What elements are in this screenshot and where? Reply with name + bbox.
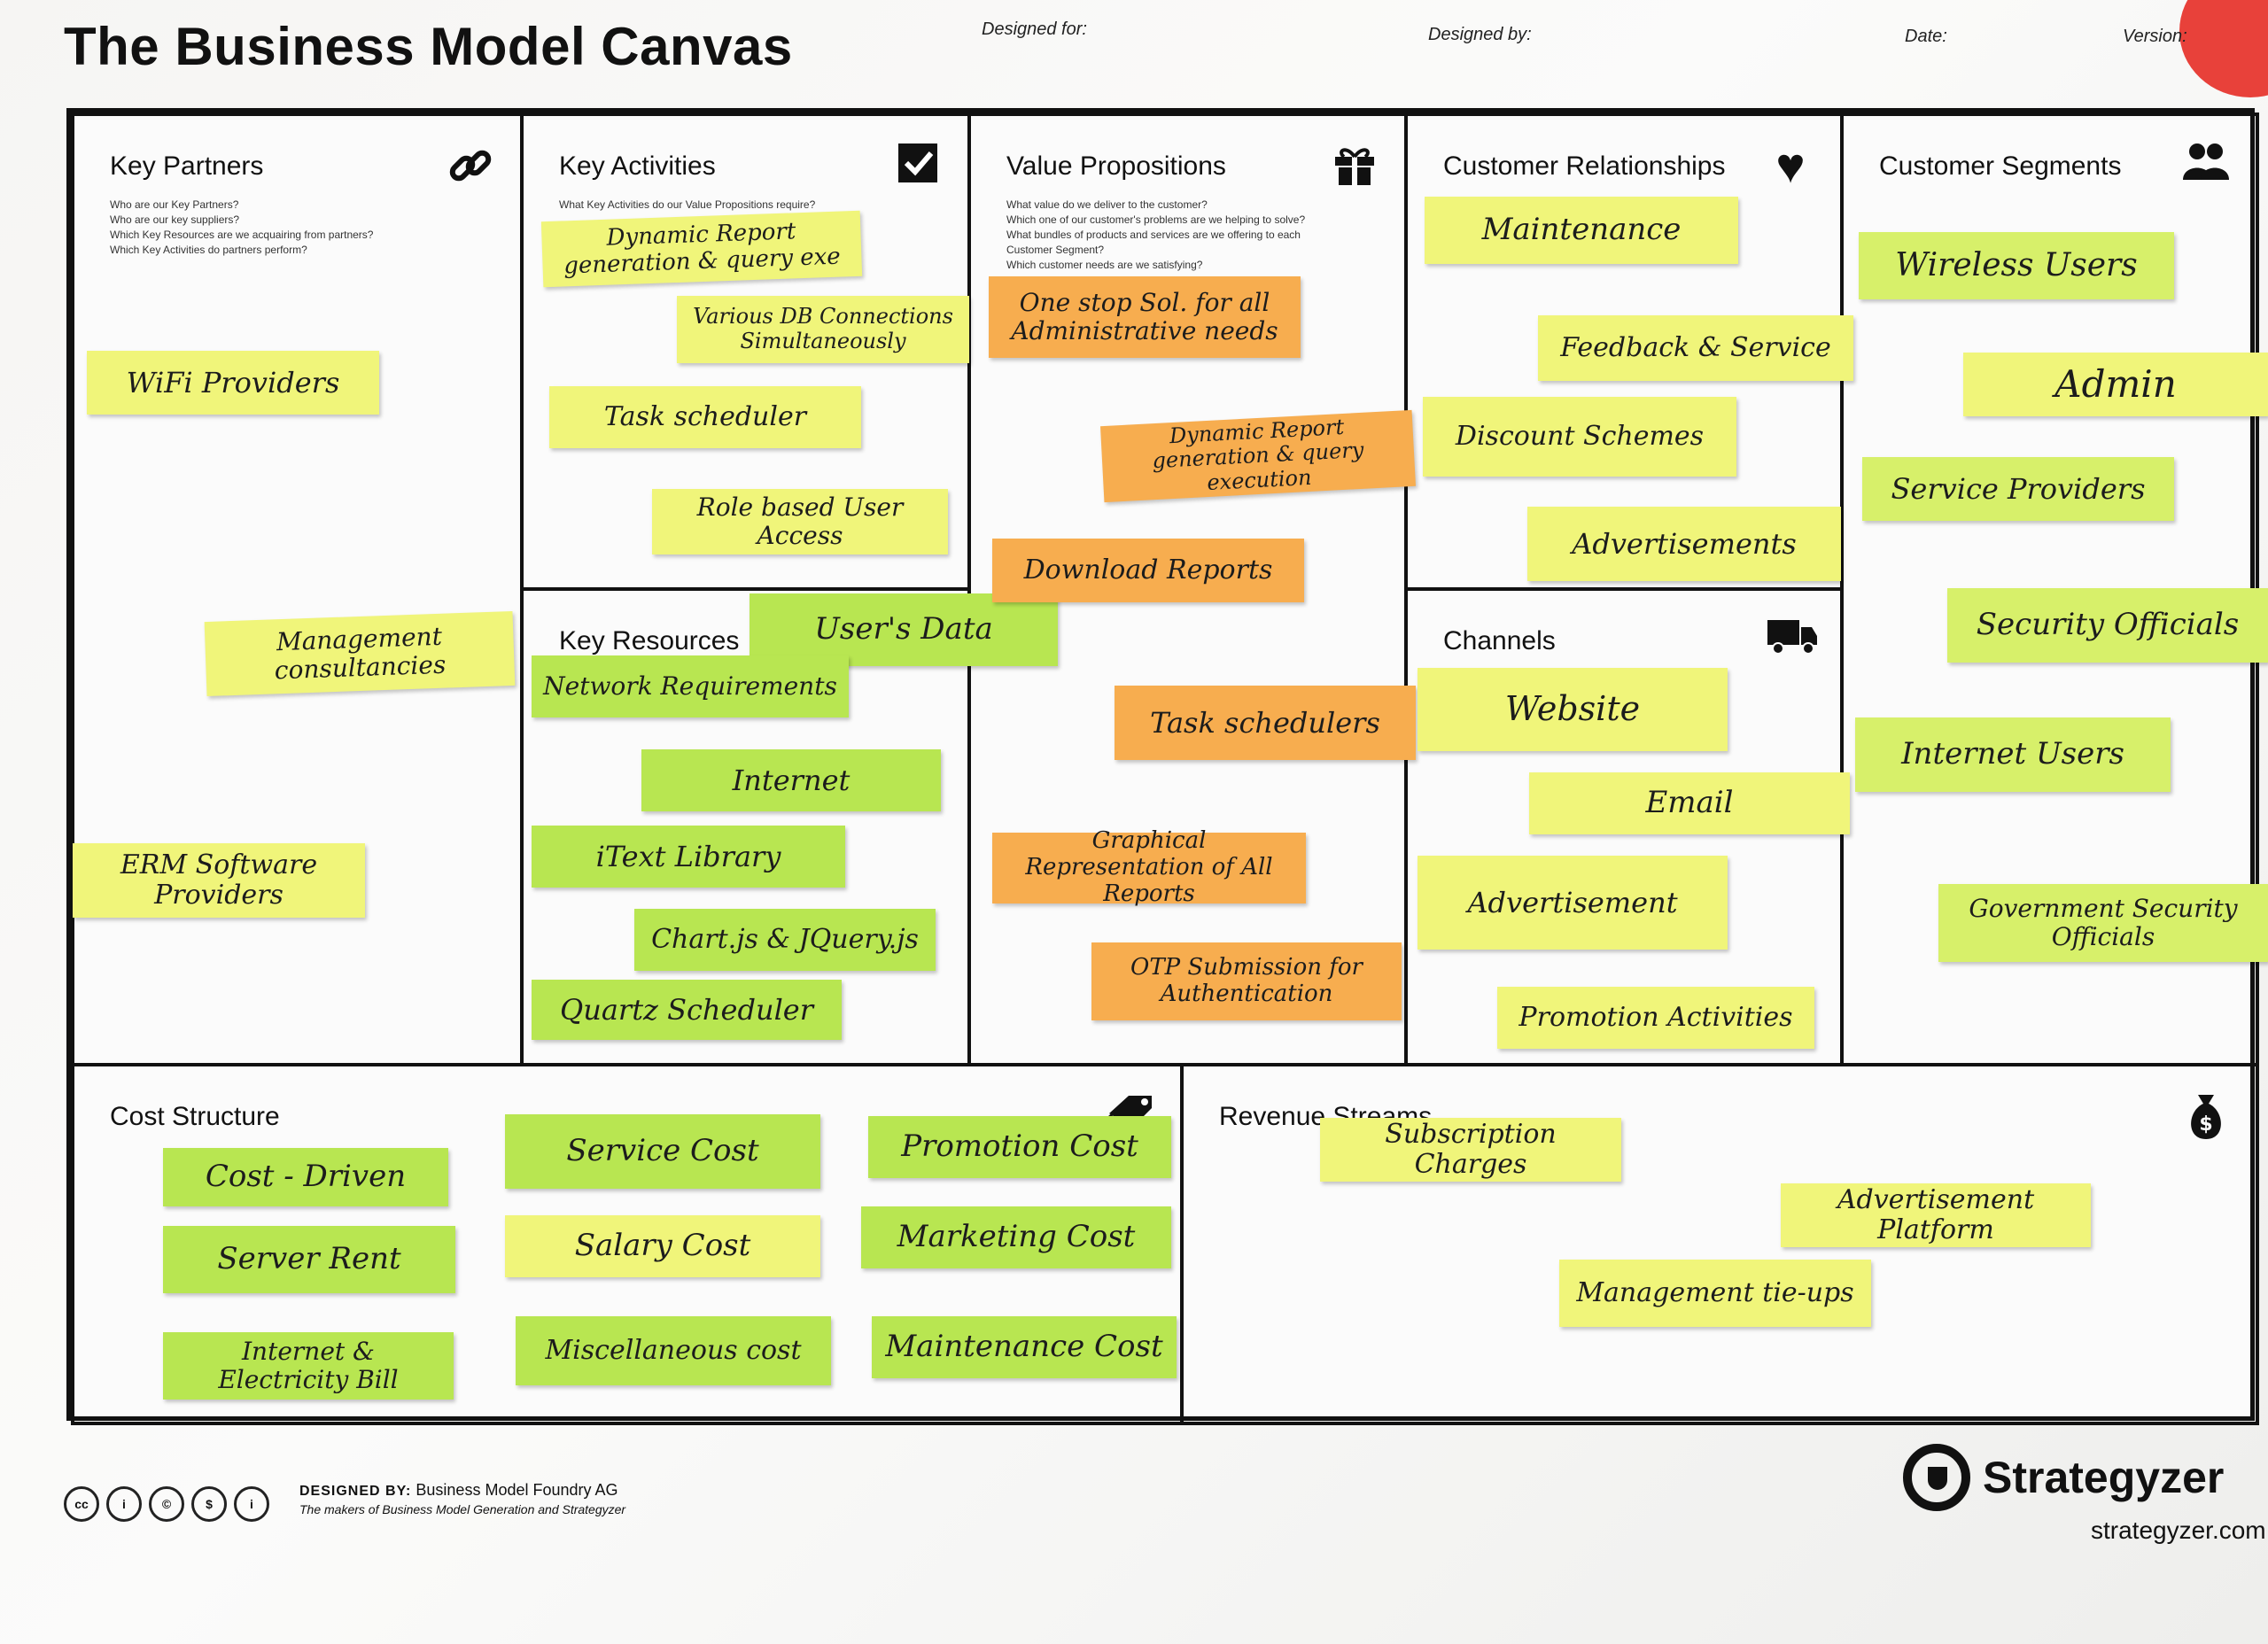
checkbox-icon	[893, 141, 943, 190]
version-label: Version:	[2123, 27, 2187, 46]
sticky-note: Chart.js & JQuery.js	[634, 909, 936, 971]
sticky-note: Discount Schemes	[1423, 397, 1736, 477]
strategyzer-logo: Strategyzer	[1903, 1444, 2224, 1511]
brand-url: strategyzer.com	[2091, 1516, 2266, 1544]
svg-text:$: $	[2199, 1113, 2212, 1136]
by-icon: i	[106, 1486, 142, 1522]
person-icon: i	[234, 1486, 269, 1522]
sticky-note: Role based User Access	[652, 489, 948, 554]
nc-icon: $	[191, 1486, 227, 1522]
block-questions: Who are our Key Partners? Who are our ke…	[110, 198, 374, 256]
date-label: Date:	[1905, 27, 1947, 46]
sticky-note: Maintenance	[1425, 197, 1738, 264]
sticky-note: Advertisement Platform	[1781, 1183, 2091, 1247]
block-title: Customer Segments	[1879, 151, 2122, 181]
sticky-note: Network Requirements	[532, 655, 849, 717]
sticky-note: Promotion Cost	[868, 1116, 1171, 1178]
sticky-note: Cost - Driven	[163, 1148, 448, 1206]
block-title: Value Propositions	[1006, 151, 1226, 181]
designed-by-label: Designed by:	[1428, 25, 1532, 44]
sticky-note: Promotion Activities	[1497, 987, 1814, 1049]
sticky-note: WiFi Providers	[87, 351, 379, 415]
sticky-note: Internet Users	[1855, 717, 2171, 792]
sticky-note: Dynamic Report generation & query execut…	[1099, 409, 1417, 503]
sticky-note: Maintenance Cost	[872, 1316, 1177, 1378]
block-title: Key Partners	[110, 151, 264, 181]
block-key-partners: Key Partners Who are our Key Partners? W…	[71, 112, 524, 1066]
sticky-note: Quartz Scheduler	[532, 980, 842, 1040]
sticky-note: Government Security Officials	[1938, 884, 2268, 962]
strategyzer-icon	[1903, 1444, 1970, 1511]
sticky-note: OTP Submission for Authentication	[1091, 942, 1402, 1020]
sticky-note: Dynamic Report generation & query exe	[540, 210, 863, 288]
sticky-note: Subscription Charges	[1320, 1118, 1621, 1182]
sticky-note: Wireless Users	[1859, 232, 2174, 299]
block-title: Cost Structure	[110, 1102, 280, 1131]
sticky-note: Salary Cost	[505, 1215, 820, 1277]
designed-by-name: Business Model Foundry AG	[416, 1481, 618, 1499]
block-title: Key Resources	[559, 626, 740, 655]
sticky-note: Server Rent	[163, 1226, 455, 1293]
sticky-note: Task schedulers	[1115, 686, 1416, 760]
sticky-note: Various DB Connections Simultaneously	[677, 296, 969, 363]
sticky-note: ERM Software Providers	[73, 843, 365, 918]
block-questions: What value do we deliver to the customer…	[1006, 198, 1306, 271]
sticky-note: One stop Sol. for all Administrative nee…	[989, 276, 1301, 358]
sticky-note: iText Library	[532, 826, 845, 888]
page-title: The Business Model Canvas	[64, 17, 793, 76]
sticky-note: Internet & Electricity Bill	[163, 1332, 454, 1400]
gift-icon	[1330, 141, 1379, 190]
designed-for-label: Designed for:	[982, 19, 1087, 39]
red-object	[2179, 0, 2268, 97]
moneybag-icon: $	[2181, 1091, 2231, 1141]
brand-name: Strategyzer	[1983, 1453, 2225, 1502]
sticky-note: Marketing Cost	[861, 1206, 1171, 1268]
block-title: Key Activities	[559, 151, 716, 181]
sticky-note: Feedback & Service	[1538, 315, 1853, 381]
license-icons: cc i © $ i	[64, 1486, 269, 1522]
block-title: Channels	[1443, 626, 1556, 655]
sticky-note: Graphical Representation of All Reports	[992, 827, 1306, 907]
designed-by: DESIGNED BY: Business Model Foundry AG T…	[299, 1481, 625, 1518]
sticky-note: Admin	[1963, 353, 2268, 416]
truck-icon	[1766, 616, 1817, 665]
sa-icon: ©	[149, 1486, 184, 1522]
sticky-note: Service Providers	[1862, 457, 2174, 521]
sticky-note: Management tie-ups	[1559, 1260, 1871, 1327]
heart-icon: ♥	[1775, 137, 1806, 193]
sticky-note: Download Reports	[992, 539, 1304, 602]
sticky-note: User's Data	[750, 593, 1058, 666]
sticky-note: Service Cost	[505, 1114, 820, 1189]
cc-icon: cc	[64, 1486, 99, 1522]
designed-by-label: DESIGNED BY:	[299, 1484, 412, 1499]
sticky-note: Internet	[641, 749, 941, 811]
block-questions: What Key Activities do our Value Proposi…	[559, 198, 816, 211]
sticky-note: Security Officials	[1947, 588, 2268, 663]
sticky-note: Miscellaneous cost	[516, 1316, 831, 1385]
block-title: Customer Relationships	[1443, 151, 1726, 181]
sticky-note: Task scheduler	[549, 386, 861, 448]
sticky-note: Website	[1418, 668, 1728, 751]
designed-by-tagline: The makers of Business Model Generation …	[299, 1502, 626, 1516]
sticky-note: Advertisements	[1527, 507, 1841, 581]
link-icon	[446, 141, 495, 190]
sticky-note: Advertisement	[1418, 856, 1728, 950]
sticky-note: Email	[1529, 772, 1850, 834]
sticky-note: Management consultancies	[204, 610, 516, 697]
people-icon	[2181, 141, 2231, 190]
